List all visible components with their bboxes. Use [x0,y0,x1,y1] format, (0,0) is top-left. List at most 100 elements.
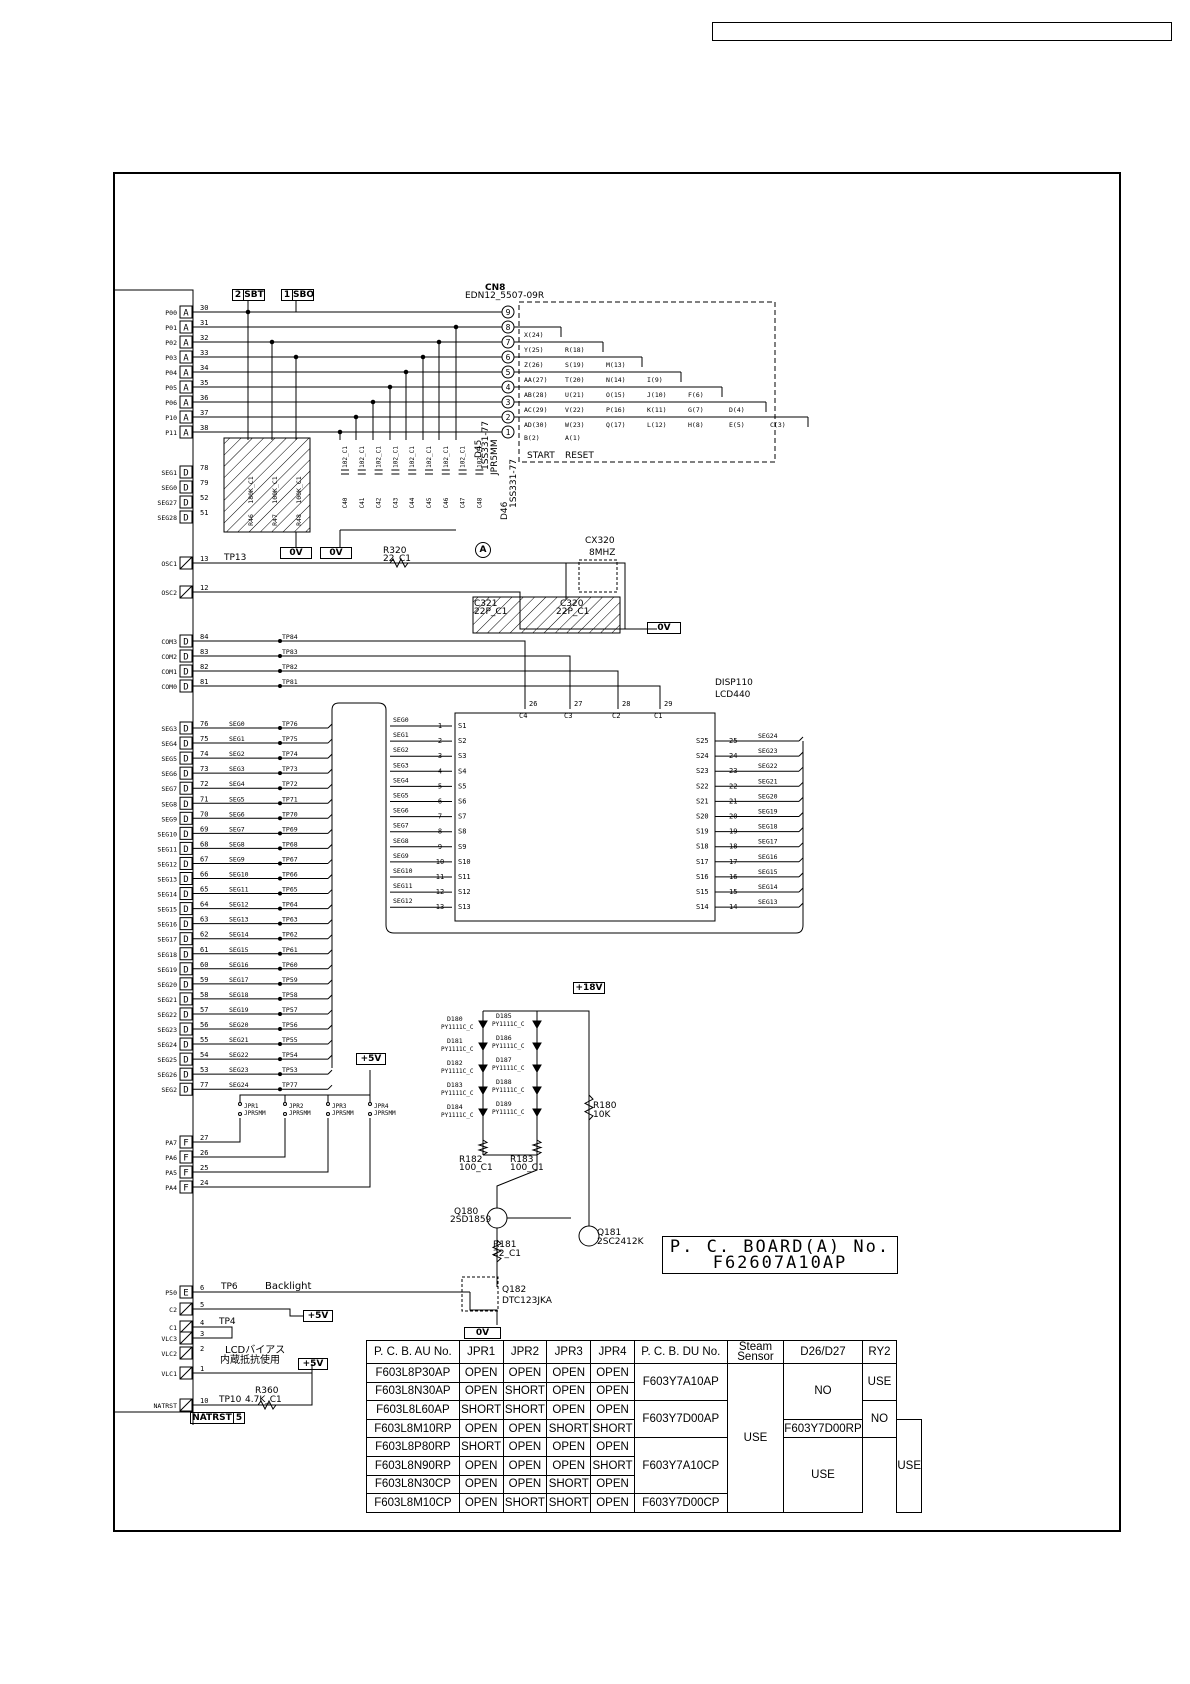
cap-ref: C43 [392,497,399,508]
junction-dot [453,324,459,330]
pin-type: F [183,1169,188,1179]
pin-name: VLC1 [161,1370,177,1378]
tp-label: TP67 [282,855,298,863]
cn8-pin-number: 2 [506,413,511,422]
cn8-pin-number: 5 [506,368,511,377]
seg-net-label: SEG17 [229,976,249,984]
seg-entry [327,904,333,909]
lcd-bias-line1: LCDバイアス [225,1345,286,1356]
jumper-val: JPR5MM [374,1110,396,1117]
led-val: PY1111C_C [492,1043,525,1050]
r360-val: 4.7K_C1 [245,1395,282,1405]
cn8-pin-number: 9 [506,308,511,317]
sbo-name: SBO [292,289,314,301]
jumper-pad [326,1102,330,1106]
led-val: PY1111C_C [441,1112,474,1119]
cell: OPEN [458,1418,504,1439]
lcd-com-label: C1 [654,712,662,720]
lcd-seg-net: SEG2 [393,746,409,754]
pin-type-box [179,917,193,931]
q180-val: 2SD1859 [450,1215,492,1225]
pin-name: PA4 [165,1184,177,1192]
led-ref: D180 [447,1015,463,1023]
r180-resistor [583,1094,595,1121]
pin-type: F [183,1139,188,1149]
seg-net-label: SEG24 [229,1081,249,1089]
pin-name: SEG0 [161,484,177,492]
seg-entry [327,859,333,864]
lcd-pin-label: S10 [458,858,471,866]
seg-net-label: SEG13 [229,916,249,924]
cell: OPEN [458,1474,504,1495]
cell: SHORT [590,1455,635,1476]
cn8-pin-number: 6 [506,353,511,362]
lcd-display [454,712,716,922]
pin-type-box [179,365,193,379]
pin-name: P03 [165,354,177,362]
seg-net-label: SEG0 [229,720,245,728]
cap-value: 102_C1 [359,446,366,468]
pin-number: 12 [200,584,208,592]
junction-dot [337,429,343,435]
led-symbol [478,1020,488,1030]
pin-number: 10 [200,1397,208,1405]
lcd-seg-net: SEG16 [758,853,778,861]
pin-name: SEG24 [157,1041,177,1049]
jumper-ref: JPR3 [332,1103,347,1110]
pin-type: D [183,890,188,900]
tp-label: TP69 [282,825,298,833]
seg-net-label: SEG19 [229,1006,249,1014]
seg-net-label: SEG6 [229,810,245,818]
pin-type: D [183,725,188,735]
key-label: H(8) [688,421,704,429]
lcd-pin-num: 11 [436,873,444,881]
pin-name: SEG8 [161,800,177,808]
led-symbol [478,1086,488,1096]
pin-number: 81 [200,678,208,686]
cell: OPEN [546,1455,592,1476]
pcb-board-label: P. C. BOARD(A) No. F62607A10AP [662,1236,898,1274]
pin-number: 64 [200,901,208,909]
tp-label: TP58 [282,991,298,999]
cap-value: 102_C1 [426,446,433,468]
seg-net-label: SEG16 [229,961,249,969]
resistor-ref: R47 [271,514,279,526]
key-matrix-box [518,301,776,463]
seg-net-label: SEG2 [229,750,245,758]
pin-type: D [183,770,188,780]
pin-type: D [183,484,188,494]
cn8-ref: CN8 [485,283,506,293]
pin-type-box [179,992,193,1006]
lcd-pin-num: 22 [729,782,737,790]
key-label: X(24) [524,331,544,339]
cap-value: 102_C1 [443,446,450,468]
tp-label: TP54 [282,1051,298,1059]
pin-type: E [183,1289,188,1299]
q182-val: DTC123JKA [502,1296,552,1306]
com-lines [193,640,661,709]
pin-name: NATRST [154,1402,178,1410]
jumper-val: JPR5MM [244,1110,266,1117]
lcd-pin-label: S1 [458,722,466,730]
pin-name: OSC1 [161,560,177,568]
pin-type: D [183,499,188,509]
lcd-com-label: C4 [519,712,527,720]
gnd-label-2: 0V [320,547,352,559]
led-symbol [532,1108,542,1118]
cell-du: F603Y7D00CP [633,1493,728,1513]
seg-net-label: SEG14 [229,931,249,939]
pin-type: D [183,830,188,840]
lcd-out-entry [798,842,804,848]
cell: F603L8N30AP [366,1381,460,1402]
lcd-pin-num: 20 [729,813,737,821]
pin-type-box [179,1022,193,1036]
key-label: R(18) [565,346,585,354]
pin-type: D [183,668,188,678]
th-jpr2: JPR2 [502,1340,548,1364]
pin-number: 25 [200,1164,208,1172]
pin-name: COM3 [161,638,177,646]
jumper-pad [238,1112,242,1116]
pin-type: D [183,469,188,479]
q182-lines [469,1292,498,1325]
pin-name: SEG25 [157,1056,177,1064]
